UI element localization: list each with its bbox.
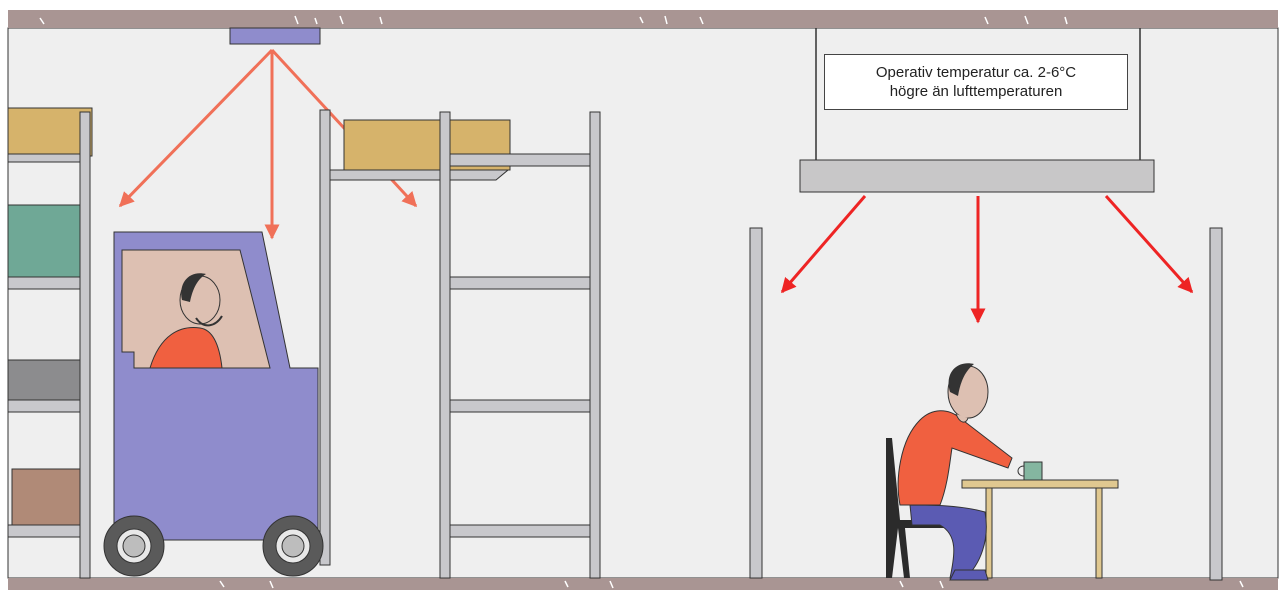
post-right	[1210, 228, 1222, 580]
annotation-line-1: Operativ temperatur ca. 2-6°C	[876, 63, 1076, 82]
ceiling	[8, 10, 1278, 28]
post-left	[750, 228, 762, 578]
annotation-line-2: högre än lufttemperaturen	[890, 82, 1063, 101]
small-heater	[230, 28, 320, 44]
floor	[8, 578, 1278, 590]
annotation-box: Operativ temperatur ca. 2-6°C högre än l…	[824, 54, 1128, 110]
